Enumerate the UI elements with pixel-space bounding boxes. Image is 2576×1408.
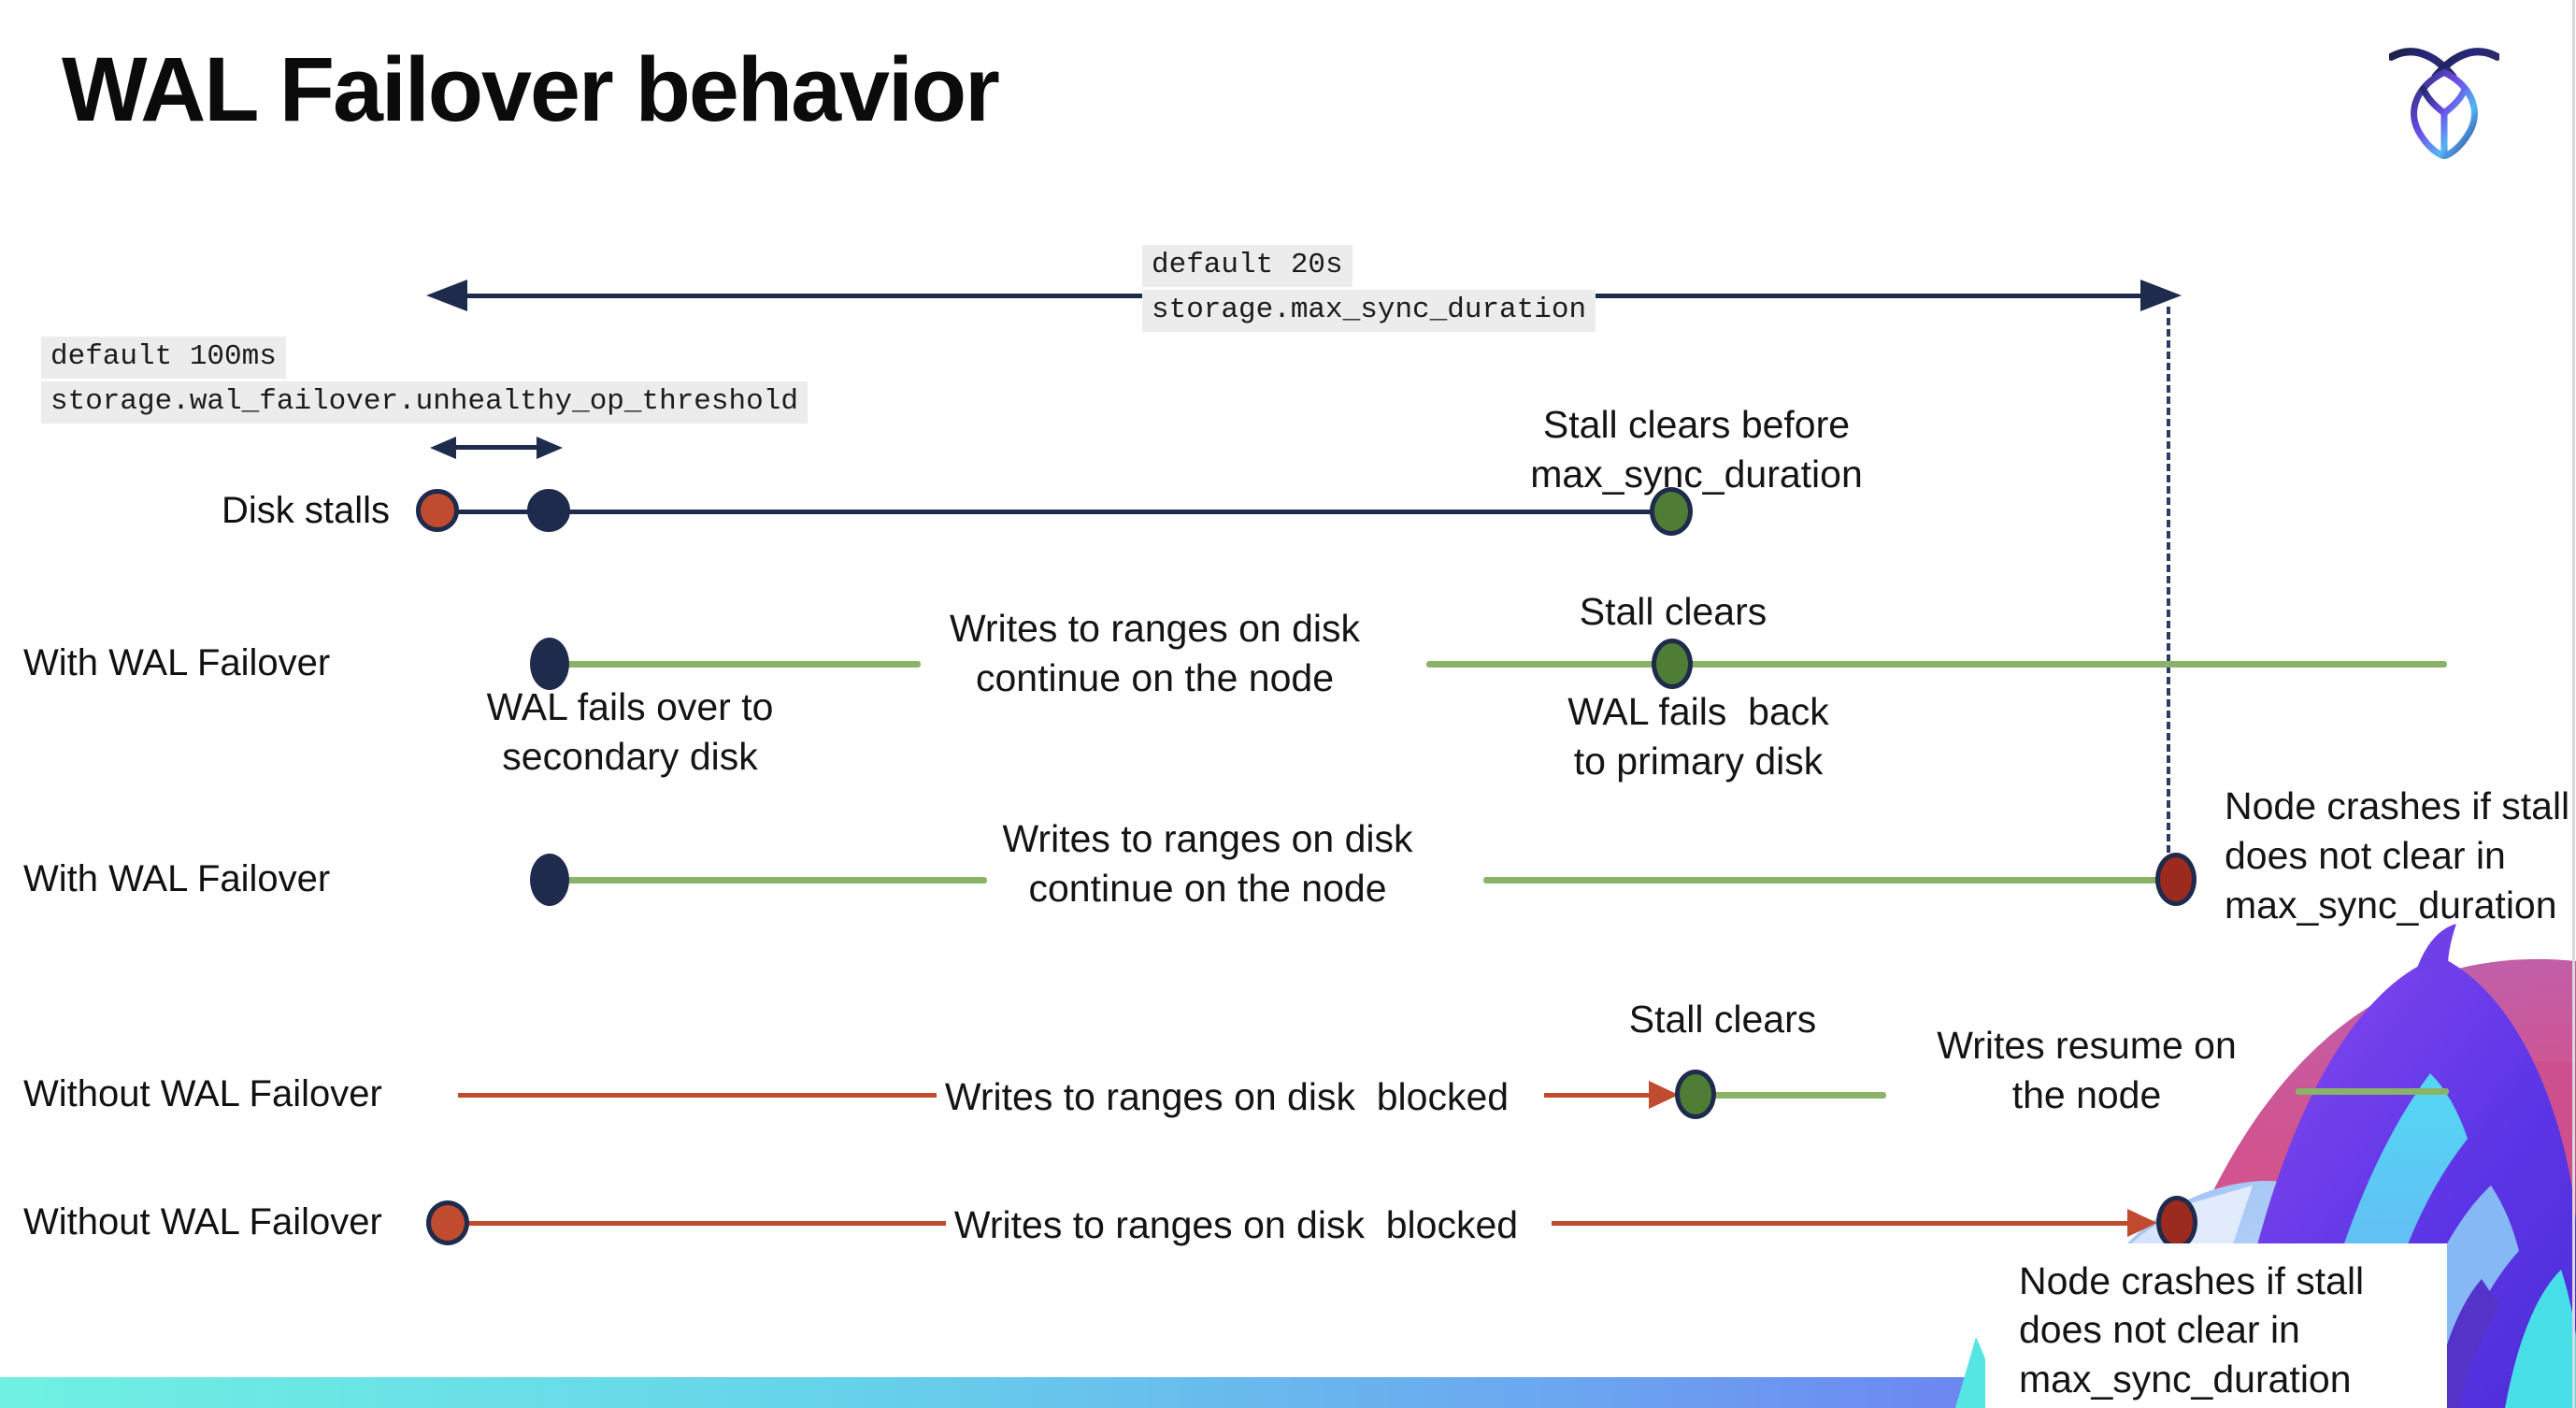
without-failover2-line-a bbox=[467, 1221, 946, 1226]
failover-start-dot bbox=[530, 638, 569, 690]
note-stall-clears-bottom: Stall clears bbox=[1628, 998, 1817, 1041]
row-label-with-wal-failover-2: With WAL Failover bbox=[23, 858, 331, 899]
row-label-without-wal-failover-2: Without WAL Failover bbox=[23, 1201, 382, 1243]
slide-right-edge bbox=[2572, 0, 2575, 1408]
note-writes-continue-1: Writes to ranges on disk continue on the… bbox=[949, 607, 1361, 699]
note-node-crashes-top: Node crashes if stall does not clear in … bbox=[2225, 784, 2570, 927]
note-stall-clears-mid: Stall clears bbox=[1579, 590, 1767, 633]
without-failover-line-a bbox=[458, 1093, 937, 1098]
note-wal-fails-back: WAL fails back to primary disk bbox=[1567, 690, 1829, 783]
with-failover2-line-a bbox=[561, 877, 987, 884]
config-default-value: default 100ms bbox=[41, 337, 286, 379]
node-crashes-callout-box bbox=[1985, 1243, 2447, 1408]
node-crash-dot bbox=[2156, 1196, 2197, 1249]
disk-stalls-timeline bbox=[437, 510, 1673, 514]
stall-clears-dot bbox=[1652, 639, 1693, 689]
arrowhead-right-icon bbox=[537, 437, 563, 459]
without-failover2-arrow-line bbox=[1552, 1221, 2131, 1226]
note-writes-resume: Writes resume on the node bbox=[1937, 1024, 2237, 1116]
note-writes-continue-2: Writes to ranges on disk continue on the… bbox=[1002, 817, 1413, 910]
stall-clears-dot bbox=[1650, 487, 1693, 536]
writes-resume-line-b bbox=[2296, 1088, 2449, 1095]
arrowhead-right-icon bbox=[2140, 280, 2182, 311]
failover-start-dot bbox=[530, 854, 569, 906]
note-writes-blocked-1: Writes to ranges on disk blocked bbox=[944, 1075, 1510, 1118]
arrowhead-left-icon bbox=[430, 437, 456, 459]
stall-clears-dot bbox=[1675, 1070, 1716, 1119]
with-failover2-line-b bbox=[1483, 877, 2158, 884]
threshold-reached-dot bbox=[527, 489, 570, 532]
note-stall-clears-before: Stall clears before max_sync_duration bbox=[1530, 403, 1863, 496]
arrowhead-left-icon bbox=[426, 280, 467, 311]
writes-resume-backplate bbox=[1924, 1014, 2251, 1127]
without-failover-arrow-line bbox=[1544, 1093, 1653, 1098]
disk-stall-start-dot bbox=[416, 489, 459, 532]
disk-stall-start-dot bbox=[426, 1200, 469, 1245]
config-setting-name: storage.wal_failover.unhealthy_op_thresh… bbox=[41, 381, 808, 424]
arrowhead-right-icon bbox=[1649, 1081, 1679, 1109]
row-label-with-wal-failover-1: With WAL Failover bbox=[23, 642, 331, 683]
writes-resume-line-a bbox=[1714, 1092, 1886, 1099]
note-node-crashes-bottom: Node crashes if stall does not clear in … bbox=[2019, 1259, 2365, 1401]
with-failover-line-b bbox=[1426, 661, 2447, 668]
cockroachdb-logo-icon bbox=[2389, 48, 2499, 159]
node-crash-dot bbox=[2155, 853, 2197, 906]
config-default-value: default 20s bbox=[1142, 245, 1352, 287]
threshold-span-line bbox=[449, 445, 542, 450]
max-sync-duration-marker-line bbox=[2167, 307, 2170, 853]
with-failover-line-a bbox=[561, 661, 921, 668]
config-label-unhealthy-op-threshold: default 100ms storage.wal_failover.unhea… bbox=[41, 337, 808, 426]
note-writes-blocked-2: Writes to ranges on disk blocked bbox=[953, 1203, 1519, 1246]
page-title: WAL Failover behavior bbox=[62, 38, 1000, 140]
row-label-without-wal-failover-1: Without WAL Failover bbox=[23, 1073, 382, 1114]
arrowhead-right-icon bbox=[2127, 1209, 2157, 1237]
note-wal-fails-over: WAL fails over to secondary disk bbox=[486, 685, 774, 778]
row-label-disk-stalls: Disk stalls bbox=[221, 490, 390, 531]
config-label-max-sync-duration: default 20s storage.max_sync_duration bbox=[1142, 245, 1596, 335]
config-setting-name: storage.max_sync_duration bbox=[1142, 290, 1596, 332]
